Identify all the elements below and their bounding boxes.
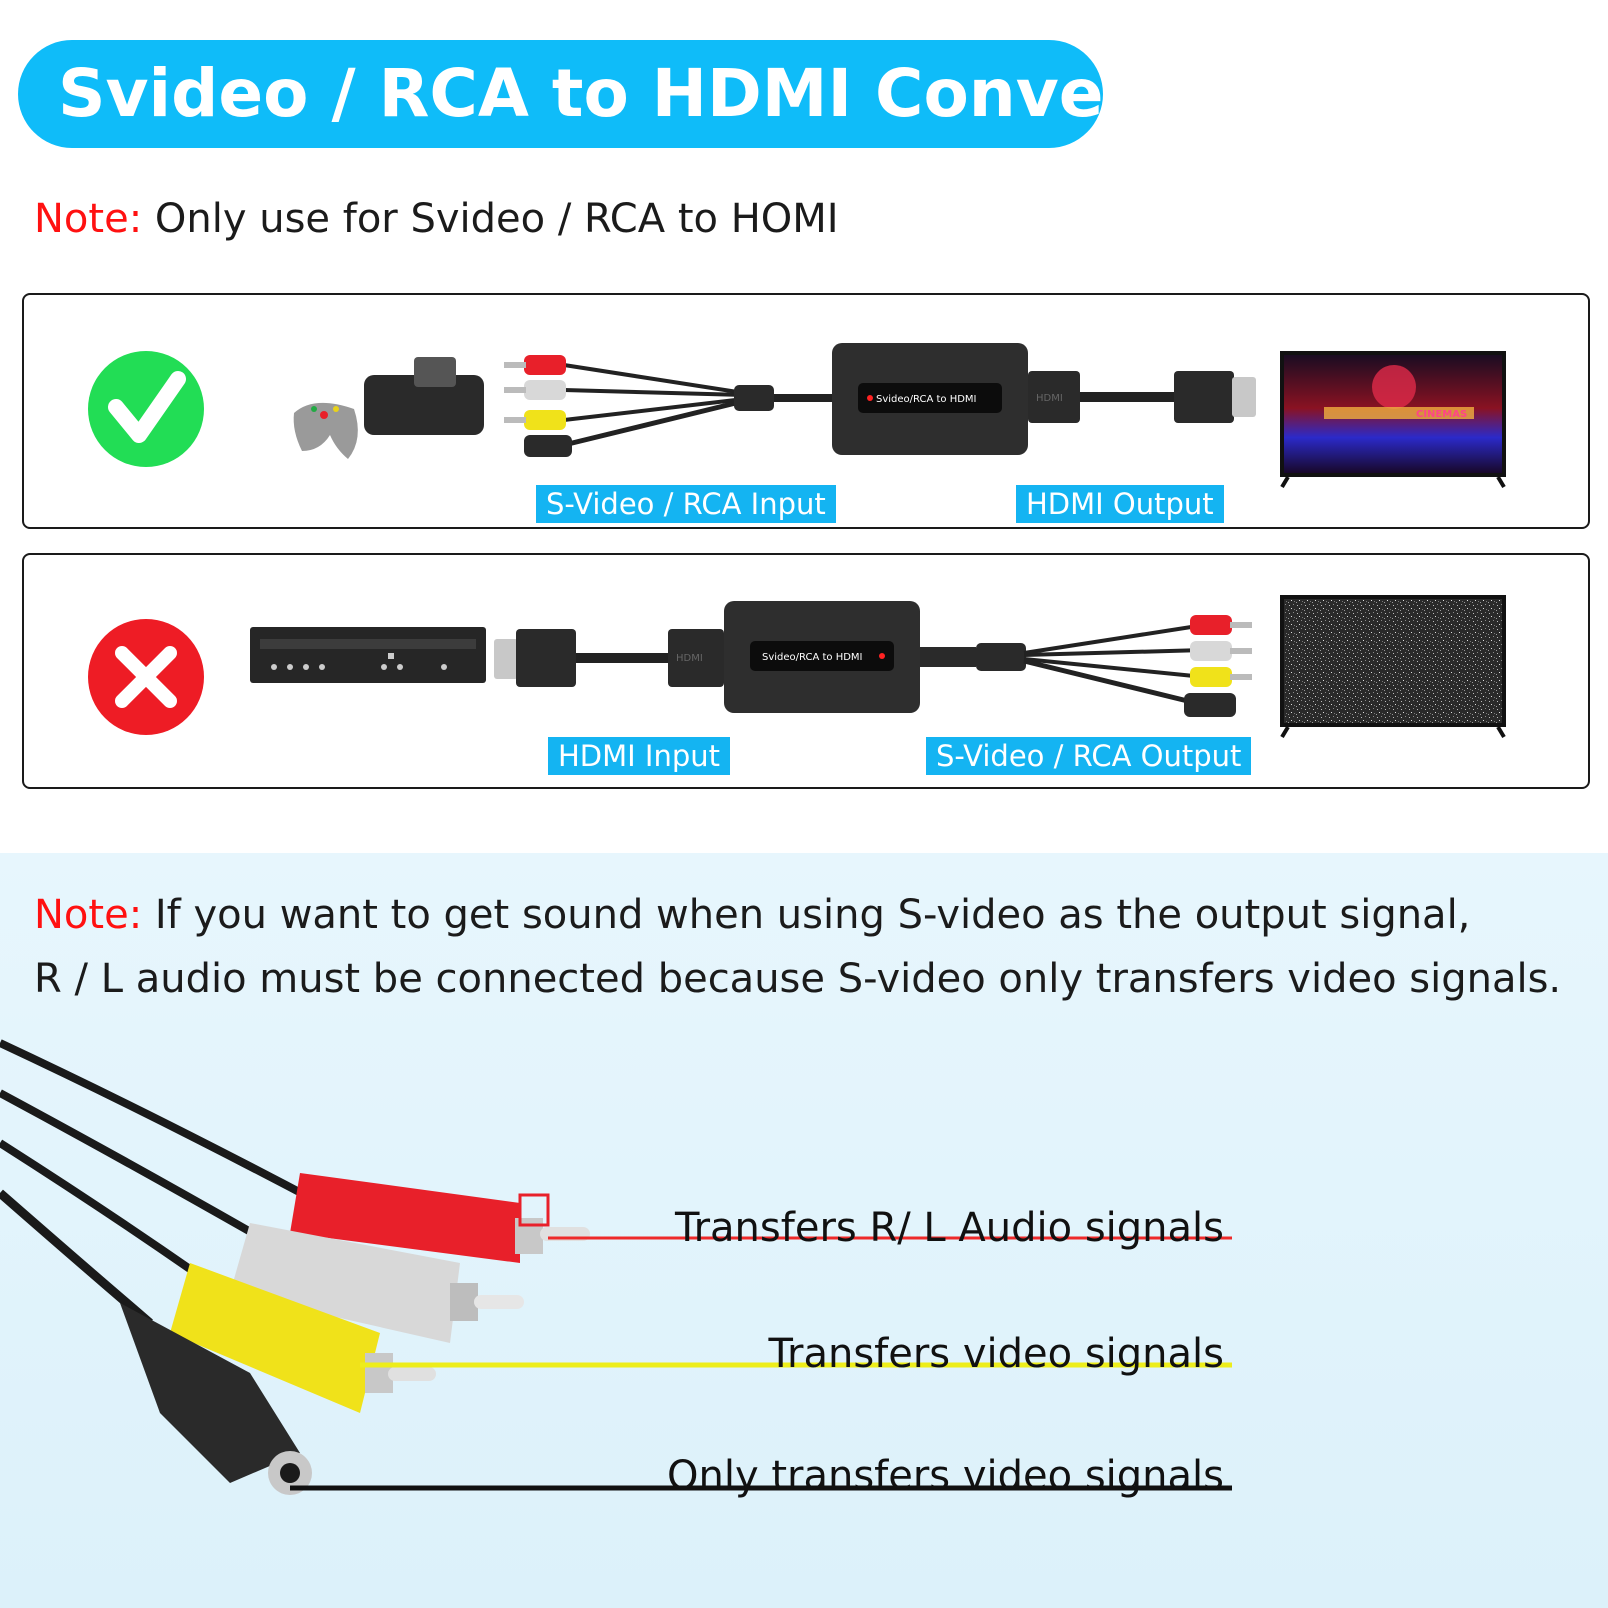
tag-svideo-rca-output: S-Video / RCA Output <box>926 737 1252 775</box>
converter-box: Svideo/RCA to HDMI <box>724 601 920 713</box>
tag-hdmi-input: HDMI Input <box>548 737 731 775</box>
cable-diagram <box>0 1039 1232 1495</box>
note-bottom: Note: If you want to get sound when usin… <box>34 883 1561 1011</box>
hdmi-cable <box>1080 371 1256 423</box>
note-top: Note: Only use for Svideo / RCA to HOMI <box>34 196 839 242</box>
dvd-player-icon <box>250 627 486 683</box>
cross-icon <box>88 619 204 735</box>
rca-plugs-output <box>920 615 1252 717</box>
cable-info-section: Note: If you want to get sound when usin… <box>0 853 1608 1608</box>
signal-video-label: Transfers video signals <box>768 1331 1224 1377</box>
check-icon <box>88 351 204 467</box>
note-bottom-line2: R / L audio must be connected because S-… <box>34 956 1562 1002</box>
note-label: Note: <box>34 892 143 938</box>
note-bottom-line1: Note: If you want to get sound when usin… <box>34 892 1471 938</box>
tv-cinema-sign: CINEMAS <box>1416 409 1467 420</box>
rca-plugs-input <box>504 355 834 457</box>
tag-svideo-rca-input: S-Video / RCA Input <box>536 485 836 523</box>
converter-label: Svideo/RCA to HDMI <box>762 652 863 663</box>
audio-highlight-box <box>518 1193 550 1227</box>
rca-yellow-plug <box>170 1263 436 1413</box>
signal-audio-label: Transfers R/ L Audio signals <box>675 1205 1224 1251</box>
rca-white-plug <box>230 1223 524 1343</box>
page-title: Svideo / RCA to HDMI Converter <box>58 55 1245 132</box>
svideo-plug <box>120 1303 312 1495</box>
title-banner: Svideo / RCA to HDMI Converter <box>18 40 1245 148</box>
tv-icon: CINEMAS <box>1280 351 1506 489</box>
hdmi-cable-input: HDMI <box>494 629 724 687</box>
tv-static-icon <box>1280 595 1506 739</box>
panel-correct-usage: Svideo/RCA to HDMI HDMI CI <box>22 293 1590 529</box>
converter-box: Svideo/RCA to HDMI HDMI <box>832 343 1080 455</box>
converter-label: Svideo/RCA to HDMI <box>876 394 977 405</box>
note-label: Note: <box>34 196 143 242</box>
hdmi-port-label: HDMI <box>1036 393 1063 404</box>
signal-svideo-label: Only transfers video signals <box>667 1453 1224 1499</box>
note-text: Only use for Svideo / RCA to HOMI <box>142 196 839 242</box>
tag-hdmi-output: HDMI Output <box>1016 485 1224 523</box>
game-console-icon <box>293 357 484 459</box>
panel-wrong-usage: HDMI Svideo/RCA to HDMI <box>22 553 1590 789</box>
hdmi-port-label: HDMI <box>676 653 703 664</box>
